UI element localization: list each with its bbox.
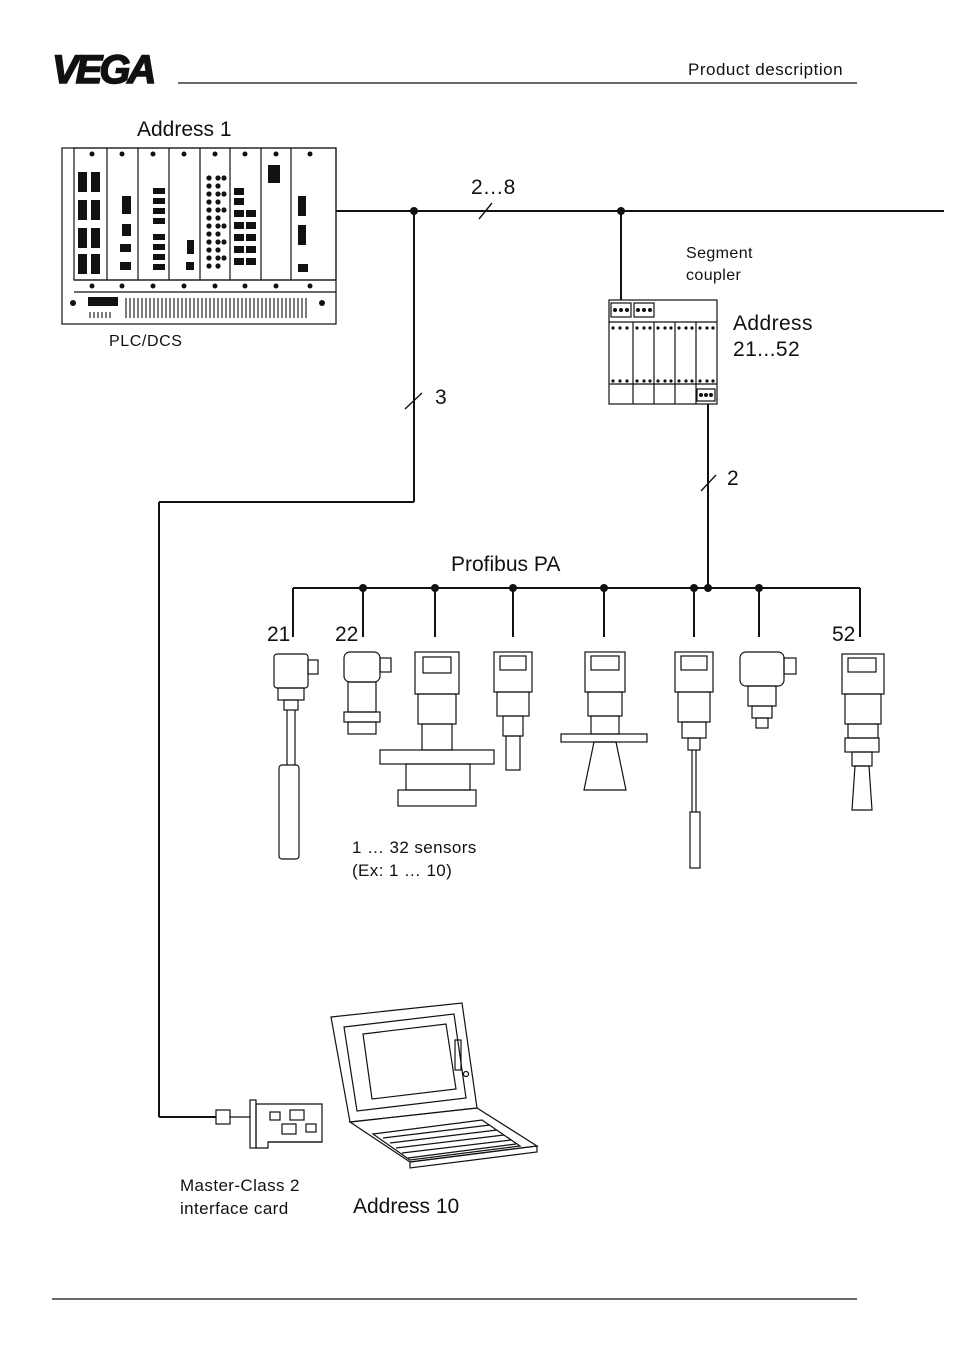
bus-count-pa: 2 <box>727 467 739 490</box>
sensor-pressure-small <box>739 651 797 729</box>
plc-address-label: Address 1 <box>137 118 232 141</box>
coupler-address-line2: 21...52 <box>733 338 801 361</box>
interface-card-line2: interface card <box>180 1199 289 1218</box>
bus-junctions <box>359 207 763 592</box>
sensor-cable-probe <box>674 651 714 869</box>
sensor-radar-rod <box>841 653 885 811</box>
profibus-label: Profibus PA <box>451 553 561 576</box>
svg-text:VEGA: VEGA <box>52 48 153 92</box>
wire-count-ticks <box>404 202 717 492</box>
vega-logo: VEGA <box>51 47 157 93</box>
sensor-radar-horn-large <box>379 651 495 807</box>
segment-coupler-line2: coupler <box>686 267 742 284</box>
interface-card <box>215 1099 323 1149</box>
sensor-first-address: 21 <box>267 623 291 646</box>
coupler-address-label: Address 21...52 <box>733 311 813 363</box>
sensors-count-label: 1 … 32 sensors (Ex: 1 … 10) <box>352 836 477 882</box>
segment-coupler-line1: Segment <box>686 245 753 262</box>
sensor-last-address: 52 <box>832 623 856 646</box>
laptop-computer <box>330 1002 539 1169</box>
sensor-pressure-transmitter <box>343 651 392 735</box>
interface-card-label: Master-Class 2 interface card <box>180 1174 300 1220</box>
interface-card-line1: Master-Class 2 <box>180 1176 300 1195</box>
sensor-hydrostatic-probe <box>273 653 319 860</box>
bus-count-branch: 3 <box>435 386 447 409</box>
section-title: Product description <box>688 60 844 79</box>
bus-wiring <box>158 210 944 1118</box>
bus-count-main: 2…8 <box>471 176 516 199</box>
sensors-count-line2: (Ex: 1 … 10) <box>352 861 453 880</box>
sensor-second-address: 22 <box>335 623 359 646</box>
coupler-address-line1: Address <box>733 312 813 335</box>
laptop-address-label: Address 10 <box>353 1195 460 1218</box>
sensor-capacitive <box>493 651 533 771</box>
segment-coupler <box>608 299 718 405</box>
plc-name-label: PLC/DCS <box>109 333 183 350</box>
plc-rack <box>61 147 337 325</box>
sensors-count-line1: 1 … 32 sensors <box>352 838 477 857</box>
segment-coupler-label: Segment coupler <box>686 243 753 287</box>
sensor-radar-antenna <box>560 651 648 791</box>
